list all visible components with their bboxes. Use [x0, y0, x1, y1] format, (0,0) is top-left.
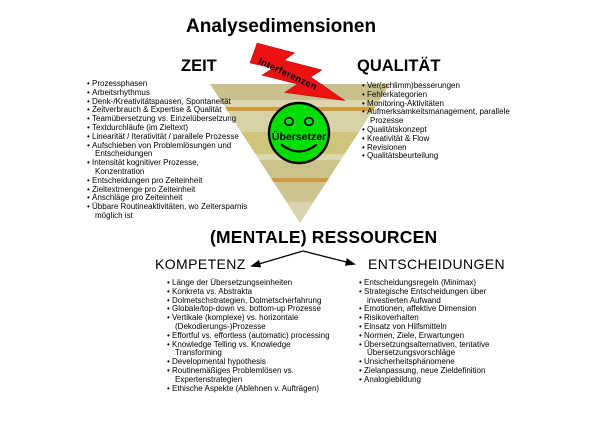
list-item: Analogiebildung: [359, 375, 527, 385]
entscheidungen-heading: ENTSCHEIDUNGEN: [368, 256, 506, 272]
list-item: Developmental hypothesis: [167, 357, 339, 367]
list-item: Unsicherheitsphänomene: [359, 357, 527, 367]
lightning-bolt-shape: [249, 42, 346, 101]
list-item: Intensität kognitiver Prozesse, Konzentr…: [87, 158, 250, 177]
translator-smiley-icon: Übersetzer: [267, 101, 331, 165]
list-item: Linearität / Iterativität / parallele Pr…: [87, 132, 250, 142]
list-item: Ethische Aspekte (Ablehnen v. Aufträgen): [167, 384, 339, 394]
resource-arrows: [250, 250, 356, 268]
smiley-face: [267, 101, 331, 165]
list-item: Länge der Übersetzungseinheiten: [167, 278, 339, 288]
list-item: Revisionen: [362, 143, 514, 153]
qualitaet-list: Ver(schlimm)besserungenFehlerkategorienM…: [362, 81, 514, 161]
list-item: Zieltextmenge pro Zeiteinheit: [87, 185, 250, 195]
list-item: Globale/top-down vs. bottom-up Prozesse: [167, 305, 339, 314]
list-item: Qualitätsbeurteilung: [362, 152, 514, 161]
funnel-band-orange: [210, 178, 390, 182]
list-item: Aufschieben von Problemlösungen und Ents…: [87, 141, 250, 160]
list-item: Einsatz von Hilfsmitteln: [359, 322, 527, 332]
list-item: Monitoring-Aktivitäten: [362, 99, 514, 109]
list-item: Dolmetschstrategien, Dolmetscherfahrung: [167, 296, 339, 306]
list-item: Kreativität & Flow: [362, 134, 514, 144]
list-item: Strategische Entscheidungen über investi…: [359, 287, 527, 306]
smiley-eye-left: [283, 116, 294, 127]
smiley-mouth: [280, 143, 318, 153]
list-item: Vertikale (komplexe) vs. horizontale (De…: [167, 313, 339, 332]
qualitaet-heading: QUALITÄT: [357, 57, 441, 75]
list-item: Risikoverhalten: [359, 313, 527, 323]
list-item: Entscheidungsregeln (Minimax): [359, 278, 527, 288]
translator-label: Übersetzer: [272, 130, 326, 143]
page-title: Analysedimensionen: [186, 16, 377, 37]
ressourcen-heading: (MENTALE) RESSOURCEN: [210, 227, 438, 247]
kompetenz-heading: KOMPETENZ: [155, 256, 246, 272]
list-item: Fehlerkategorien: [362, 90, 514, 100]
list-item: Zielanpassung, neue Zieldefinition: [359, 366, 527, 376]
list-item: Prozessphasen: [87, 79, 250, 89]
list-item: Knowledge Telling vs. Knowledge Transfor…: [167, 340, 339, 359]
list-item: Emotionen, affektive Dimension: [359, 305, 527, 314]
arrow-to-kompetenz: [250, 250, 304, 268]
arrow-to-entscheidungen: [302, 250, 356, 266]
list-item: Aufmerksamkeitsmanagement, parallele Pro…: [362, 108, 514, 126]
list-item: Ver(schlimm)besserungen: [362, 81, 514, 91]
list-item: Arbeitsrhythmus: [87, 88, 250, 98]
entscheidungen-list: Entscheidungsregeln (Minimax)Strategisch…: [359, 278, 527, 385]
list-item: Qualitätskonzept: [362, 125, 514, 135]
list-item: Normen, Ziele, Erwartungen: [359, 331, 527, 341]
list-item: Übbare Routineaktivitäten, wo Zeiterspar…: [87, 202, 250, 221]
kompetenz-list: Länge der ÜbersetzungseinheitenKonkreta …: [167, 278, 339, 394]
list-item: Teamübersetzung vs. Einzelübersetzung: [87, 114, 250, 124]
list-item: Routinemäßiges Problemlösen vs. Experten…: [167, 366, 339, 385]
list-item: Entscheidungen pro Zeiteinheit: [87, 176, 250, 186]
zeit-list: ProzessphasenArbeitsrhythmusDenk-/Kreati…: [87, 79, 250, 221]
list-item: Denk-/Kreativitätspausen, Spontaneität: [87, 97, 250, 107]
smiley-eye-right: [303, 116, 314, 127]
list-item: Übersetzungsalternativen, tentative Über…: [359, 340, 527, 359]
list-item: Anschläge pro Zeiteinheit: [87, 194, 250, 203]
list-item: Effortful vs. effortless (automatic) pro…: [167, 331, 339, 341]
list-item: Zeitverbrauch & Expertise & Qualität: [87, 106, 250, 115]
list-item: Textdurchläufe (im Zieltext): [87, 123, 250, 133]
zeit-heading: ZEIT: [181, 57, 217, 75]
list-item: Konkreta vs. Abstrakta: [167, 287, 339, 297]
